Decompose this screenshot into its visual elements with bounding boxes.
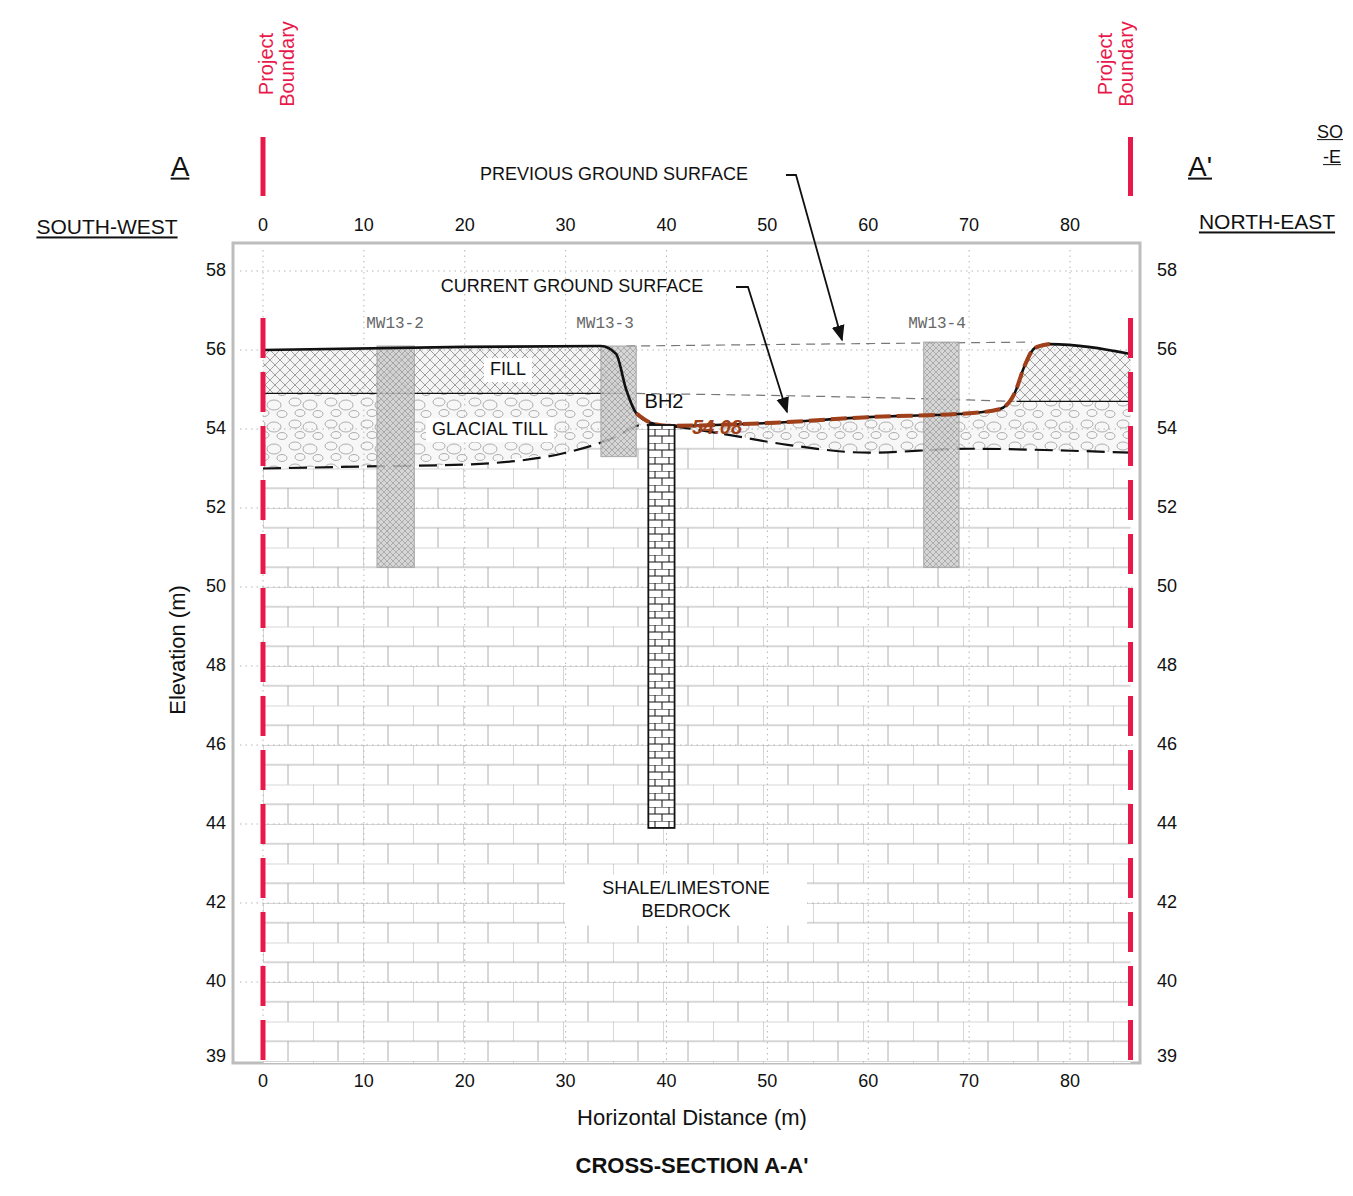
tick-label: 50	[757, 1072, 777, 1092]
project-boundary-line	[1128, 318, 1133, 1063]
well-label: MW13-4	[908, 316, 966, 334]
previous-ground-surface	[626, 342, 1032, 346]
boundary-label: Project Boundary	[1095, 5, 1137, 123]
tick-label: 50	[206, 577, 226, 597]
tick-label: 52	[206, 498, 226, 518]
project-boundary-line	[1128, 137, 1133, 196]
project-boundary-line	[261, 137, 266, 196]
figure-title: CROSS-SECTION A-A'	[576, 1154, 809, 1178]
layer-label: GLACIAL TILL	[426, 418, 554, 442]
tick-label: 30	[556, 216, 576, 236]
well-label: MW13-3	[576, 316, 634, 334]
boundary-label: Project Boundary	[256, 5, 298, 123]
tick-label: 56	[1157, 340, 1177, 360]
tick-label: 54	[206, 419, 226, 439]
fill-base	[1017, 401, 1131, 402]
fill-base	[263, 393, 625, 394]
tick-label: 39	[206, 1047, 226, 1067]
tick-label: 44	[206, 814, 226, 834]
tick-label: 80	[1060, 1072, 1080, 1092]
tick-label: 60	[858, 1072, 878, 1092]
tick-label: 60	[858, 216, 878, 236]
tick-label: 50	[757, 216, 777, 236]
excavation-surface	[636, 344, 1050, 426]
current-ground-surface	[263, 344, 1131, 426]
project-boundary-line	[261, 318, 266, 1063]
monitoring-well	[924, 342, 959, 567]
tick-label: 48	[206, 656, 226, 676]
tick-label: 50	[1157, 577, 1177, 597]
tick-label: 52	[1157, 498, 1177, 518]
tick-label: 46	[206, 735, 226, 755]
elevation-value: 54.08	[692, 416, 742, 438]
tick-label: 70	[959, 216, 979, 236]
tick-label: 20	[455, 1072, 475, 1092]
monitoring-well	[377, 346, 414, 567]
layer-label: FILL	[484, 358, 532, 382]
tick-label: 70	[959, 1072, 979, 1092]
tick-label: 58	[206, 261, 226, 281]
direction-label: NORTH-EAST	[1199, 210, 1335, 233]
grid	[240, 250, 1133, 1060]
leader-line	[786, 175, 842, 340]
callout-label: PREVIOUS GROUND SURFACE	[480, 165, 748, 185]
tick-label: 56	[206, 340, 226, 360]
tick-label: 46	[1157, 735, 1177, 755]
callout-label: CURRENT GROUND SURFACE	[441, 277, 704, 297]
cut-off-label: SO	[1317, 123, 1343, 143]
tick-label: 48	[1157, 656, 1177, 676]
tick-label: 40	[206, 972, 226, 992]
tick-label: 10	[354, 216, 374, 236]
plot-frame	[233, 243, 1140, 1063]
axis-title: Horizontal Distance (m)	[577, 1106, 807, 1130]
tick-label: 44	[1157, 814, 1177, 834]
tick-label: 42	[1157, 893, 1177, 913]
tick-label: 80	[1060, 216, 1080, 236]
tick-label: 40	[1157, 972, 1177, 992]
tick-label: 54	[1157, 419, 1177, 439]
borehole	[648, 425, 674, 828]
tick-label: 0	[258, 1072, 268, 1092]
tick-label: 20	[455, 216, 475, 236]
tick-label: 39	[1157, 1047, 1177, 1067]
tick-label: 40	[656, 216, 676, 236]
tick-label: 40	[656, 1072, 676, 1092]
tick-label: 10	[354, 1072, 374, 1092]
well-label: MW13-2	[366, 316, 424, 334]
direction-label: SOUTH-WEST	[36, 215, 177, 238]
borehole-label: BH2	[645, 390, 684, 412]
section-mark: A	[171, 152, 190, 183]
fill-layer	[263, 311, 631, 394]
axis-title: Elevation (m)	[166, 585, 189, 715]
tick-label: 58	[1157, 261, 1177, 281]
tick-label: 42	[206, 893, 226, 913]
tick-label: 30	[556, 1072, 576, 1092]
section-mark: A'	[1188, 152, 1212, 183]
layer-label: SHALE/LIMESTONE BEDROCK	[565, 875, 807, 926]
leader-line	[736, 287, 787, 412]
cut-off-label: -E	[1323, 148, 1341, 168]
tick-label: 0	[258, 216, 268, 236]
